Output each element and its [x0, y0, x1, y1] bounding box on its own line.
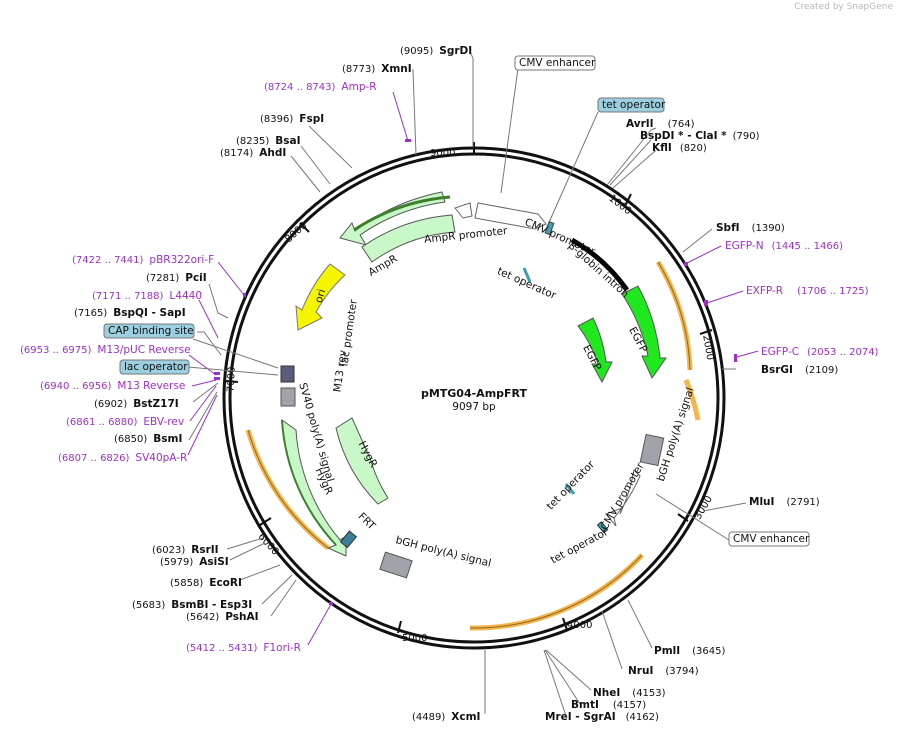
enzyme-mrei-sgrai: MreI - SgrAI(4162)	[545, 711, 659, 723]
boxed-label-cmv-enhancer-top: CMV enhancer	[514, 55, 596, 71]
boxed-label-text: CMV enhancer	[733, 533, 810, 545]
enzyme-drui: NruI(3794)	[628, 665, 699, 677]
enzyme-fspi: (8396)FspI	[260, 113, 324, 125]
plasmid-name: pMTG04-AmpFRT	[421, 387, 528, 400]
enzyme-xmni: (8773)XmnI	[342, 63, 412, 75]
frt-mark	[339, 530, 358, 549]
label-tet-operator-2: tet operator	[544, 458, 597, 512]
enzyme-bsrgi: BsrGI(2109)	[761, 364, 838, 376]
hygr-inner-arrow	[335, 417, 389, 505]
boxed-label-text: tet operator	[602, 99, 666, 111]
boxed-label-text: CMV enhancer	[519, 57, 596, 69]
primer-amp-r: (8724 .. 8743)Amp-R	[264, 81, 377, 93]
egfp-inner-arrow	[577, 317, 613, 384]
primer-connectors	[187, 91, 759, 646]
feature-connectors	[187, 67, 730, 541]
label-bgh-polya-2: bGH poly(A) signal	[655, 386, 697, 483]
tick-2000: 2000	[700, 334, 715, 361]
plasmid-length: 9097 bp	[452, 401, 496, 413]
primer-ebv-rev: (6861 .. 6880)EBV-rev	[66, 416, 184, 428]
primer-m13-puc-reverse: (6953 .. 6975)M13/pUC Reverse	[20, 344, 191, 356]
label-beta-globin-intron: β-globin intron	[566, 240, 631, 300]
enzyme-nhei: NheI(4153)	[593, 687, 666, 699]
enzyme-ahdi: (8174)AhdI	[220, 147, 286, 159]
tick-4000: 4000	[567, 620, 592, 631]
ampr-arrow	[339, 191, 446, 246]
label-frt: FRT	[356, 511, 378, 533]
orf-arc-bottom-line	[469, 554, 643, 629]
primer-exfp-r: EXFP-R(1706 .. 1725)	[746, 285, 869, 297]
enzyme-bsmi: (6850)BsmI	[114, 433, 182, 445]
orf-arc-bottom	[469, 553, 644, 631]
tet-operator-mark-1	[544, 221, 555, 236]
primer-l4440: (7171 .. 7188)L4440	[92, 290, 202, 302]
label-m13-rev: M13 rev	[332, 349, 350, 393]
boxed-label-text: CAP binding site	[108, 325, 194, 337]
label-cmv-promoter-2: CMV promoter	[598, 460, 647, 532]
enzyme-bspqi-sapi: (7165)BspQI - SapI	[74, 307, 186, 319]
cmv-promoter-arrow-2	[605, 468, 641, 527]
bgh-polya-box-1	[379, 551, 413, 579]
primer-labels: (8724 .. 8743)Amp-R EGFP-N(1445 .. 1466)…	[20, 81, 879, 654]
enzyme-bstz17i: (6902)BstZ17I	[94, 398, 179, 410]
boxed-label-tet-operator: tet operator	[597, 97, 666, 113]
enzyme-connectors	[188, 51, 747, 717]
tick-marks	[225, 142, 713, 634]
beta-globin-intron-arc	[570, 237, 630, 292]
enzyme-kfli: KflI(820)	[652, 142, 707, 154]
enzyme-mlui: MluI(2791)	[749, 496, 820, 508]
tick-7000: 7000	[226, 366, 238, 392]
enzyme-bmti: BmtI(4157)	[571, 699, 646, 711]
tick-5000: 5000	[402, 633, 427, 644]
hygr-outer-orf	[281, 419, 337, 546]
ampr-outer-orf	[353, 195, 451, 232]
tet-operator-mark-4	[596, 521, 609, 534]
enzyme-labels: (9095)SgrDI (8773)XmnI (8396)FspI (8235)…	[74, 45, 838, 723]
ampr-promoter-arrow	[454, 202, 473, 219]
primer-f1ori-r: (5412 .. 5431)F1ori-R	[186, 642, 301, 654]
primer-egfp-c: EGFP-C(2053 .. 2074)	[761, 346, 879, 358]
tick-9000: 9000	[430, 148, 455, 159]
snapgene-watermark: Created by SnapGene	[794, 2, 893, 12]
egfp-outer-arrow	[621, 285, 667, 380]
orf-arc-right-line	[657, 261, 691, 371]
sv40-polya-box	[280, 387, 296, 407]
primer-m13-reverse: (6940 .. 6956)M13 Reverse	[40, 380, 185, 392]
primer-marks	[214, 139, 737, 605]
boxed-label-text: lac operator	[124, 361, 188, 373]
boxed-label-cap-binding-site: CAP binding site	[103, 323, 195, 339]
primer-pbr322ori-f: (7422 .. 7441)pBR322ori-F	[72, 254, 214, 266]
label-ori: ori	[313, 288, 329, 305]
enzyme-avrii: AvrII(764)	[626, 118, 695, 130]
enzyme-bspdi-clai: BspDI * - ClaI *(790)	[640, 130, 760, 142]
ori-arrow	[295, 263, 346, 331]
label-tet-operator-3: tet operator	[549, 526, 611, 567]
enzyme-sbfi: SbfI(1390)	[716, 222, 785, 234]
bgh-polya-box-2	[639, 433, 665, 467]
enzyme-rsrii: (6023)RsrII	[152, 544, 219, 556]
boxed-label-lac-operator: lac operator	[119, 359, 190, 375]
enzyme-sgrdi: (9095)SgrDI	[400, 45, 472, 57]
enzyme-pshai: (5642)PshAI	[186, 611, 259, 623]
cmv-enhancer-arrow-top	[474, 202, 547, 230]
enzyme-bsmbi-esp3i: (5683)BsmBI - Esp3I	[132, 599, 252, 611]
enzyme-ecori: (5858)EcoRI	[170, 577, 242, 589]
orf-arc-left-line	[247, 429, 329, 549]
boxed-label-cmv-enhancer-bottom: CMV enhancer	[728, 531, 810, 547]
label-tet-operator-1: tet operator	[495, 265, 558, 302]
orf-arc-right-2	[683, 379, 701, 421]
tet-operator-mark-3	[564, 483, 576, 495]
enzyme-pcii: (7281)PciI	[146, 272, 207, 284]
tet-operator-mark-2	[522, 267, 532, 283]
lac-promoter-mark	[280, 365, 295, 383]
enzyme-pmli: PmlI(3645)	[654, 645, 726, 657]
enzyme-asisi: (5979)AsiSI	[160, 556, 229, 568]
enzyme-xcmi: (4489)XcmI	[412, 711, 480, 723]
enzyme-bsai: (8235)BsaI	[236, 135, 301, 147]
primer-egfp-n: EGFP-N(1445 .. 1466)	[725, 240, 843, 252]
ampr-inner-box	[361, 214, 456, 263]
primer-sv40pa-r: (6807 .. 6826)SV40pA-R	[58, 452, 187, 464]
